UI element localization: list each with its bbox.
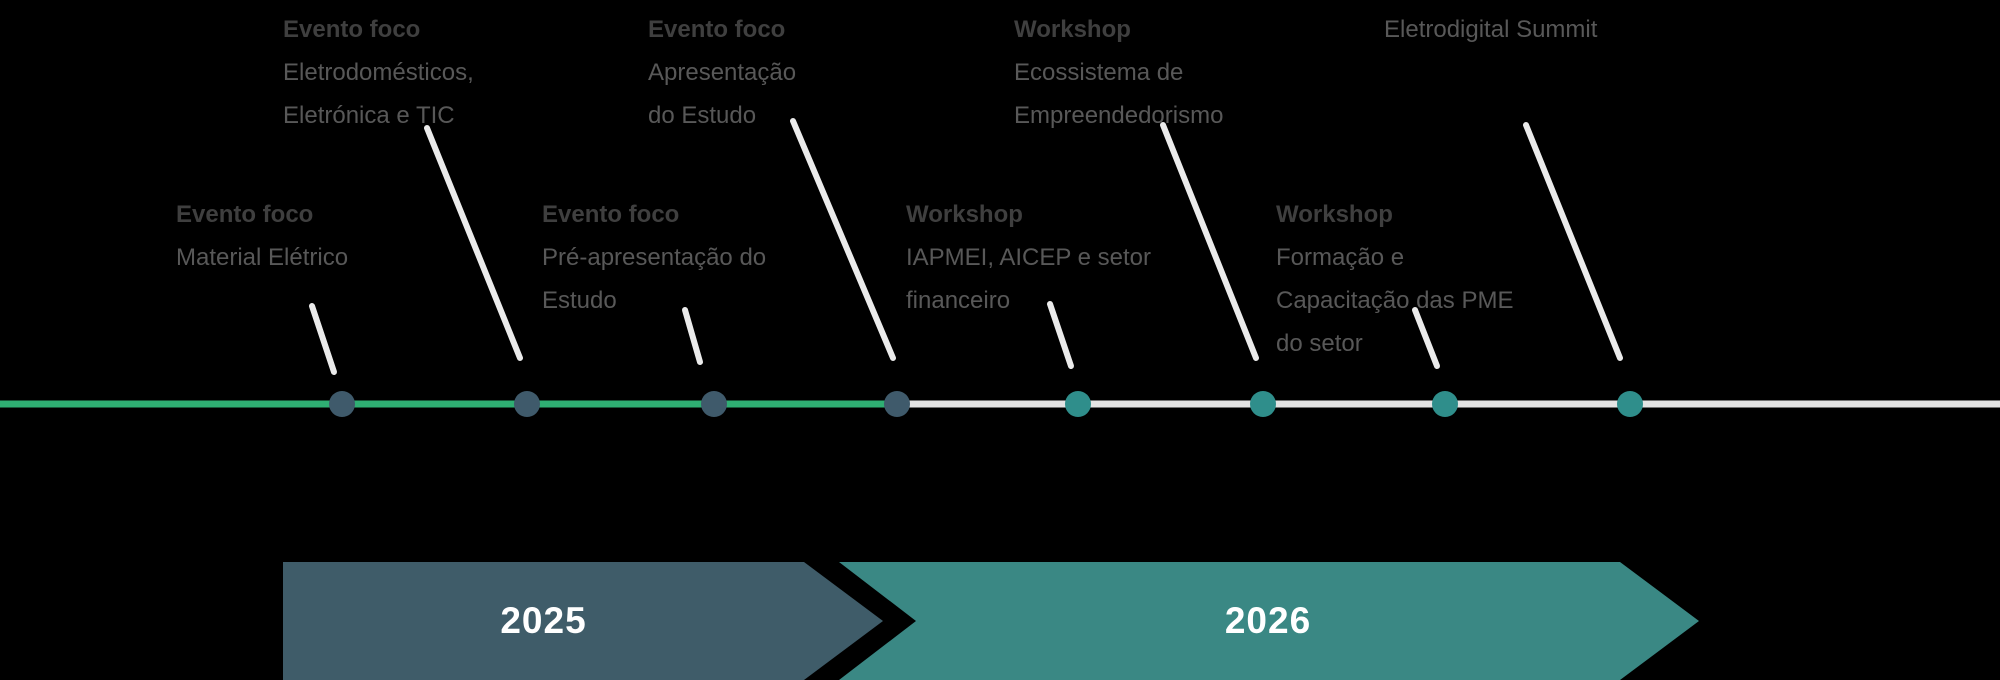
- milestone-dot-1: [329, 391, 355, 417]
- milestone-line: financeiro: [906, 287, 1011, 314]
- timeline-label: Workshop Formação e Capacitação das PME …: [1276, 193, 1513, 365]
- milestone-title: Workshop: [1276, 201, 1393, 228]
- timeline-label: Evento foco Apresentação do Estudo: [648, 8, 796, 137]
- connector-line-8: [1523, 122, 1623, 361]
- milestone-dot-7: [1432, 391, 1458, 417]
- timeline-label: Evento foco Material Elétrico: [176, 193, 348, 279]
- milestone-dot-5: [1065, 391, 1091, 417]
- year-arrow-2025: [283, 562, 883, 680]
- milestone-line: Empreendedorismo: [1014, 102, 1224, 129]
- milestone-title: Evento foco: [283, 16, 421, 43]
- milestone-title: Evento foco: [648, 16, 786, 43]
- year-label-2025: 2025: [500, 600, 587, 641]
- milestone-line: Eletrodigital Summit: [1384, 16, 1598, 43]
- timeline-label: Workshop IAPMEI, AICEP e setor financeir…: [906, 193, 1151, 322]
- connector-line-5: [1047, 301, 1074, 369]
- milestone-title: Evento foco: [542, 201, 680, 228]
- timeline-label: Workshop Ecossistema de Empreendedorismo: [1014, 8, 1223, 137]
- milestone-line: Ecossistema de: [1014, 59, 1184, 86]
- milestone-line: Material Elétrico: [176, 244, 349, 271]
- milestone-title: Workshop: [1014, 16, 1131, 43]
- milestone-dot-2: [514, 391, 540, 417]
- milestone-dot-8: [1617, 391, 1643, 417]
- milestone-line: do setor: [1276, 330, 1363, 357]
- milestone-line: Formação e: [1276, 244, 1405, 271]
- milestone-dot-6: [1250, 391, 1276, 417]
- connector-line-2: [424, 125, 523, 361]
- timeline-label: Evento foco Pré-apresentação do Estudo: [542, 193, 766, 322]
- milestone-line: Capacitação das PME: [1276, 287, 1514, 314]
- connector-line-7: [1412, 307, 1440, 369]
- milestone-title: Workshop: [906, 201, 1023, 228]
- connector-line-6: [1160, 122, 1259, 361]
- connector-line-3: [682, 307, 703, 365]
- milestone-line: Eletrodomésticos,: [283, 59, 474, 86]
- timeline-label: Eletrodigital Summit: [1384, 8, 1597, 51]
- year-arrow-2026: [839, 562, 1699, 680]
- milestone-line: do Estudo: [648, 102, 757, 129]
- milestone-title: Evento foco: [176, 201, 314, 228]
- milestone-dot-4: [884, 391, 910, 417]
- connector-line-4: [790, 118, 896, 361]
- milestone-line: IAPMEI, AICEP e setor: [906, 244, 1151, 271]
- connector-line-1: [309, 303, 337, 375]
- year-label-2026: 2026: [1224, 600, 1312, 641]
- milestone-line: Estudo: [542, 287, 617, 314]
- milestone-line: Apresentação: [648, 59, 797, 86]
- milestone-dot-3: [701, 391, 727, 417]
- milestone-line: Eletrónica e TIC: [283, 102, 455, 129]
- milestone-line: Pré-apresentação do: [542, 244, 767, 271]
- timeline-label: Evento foco Eletrodomésticos, Eletrónica…: [283, 8, 474, 137]
